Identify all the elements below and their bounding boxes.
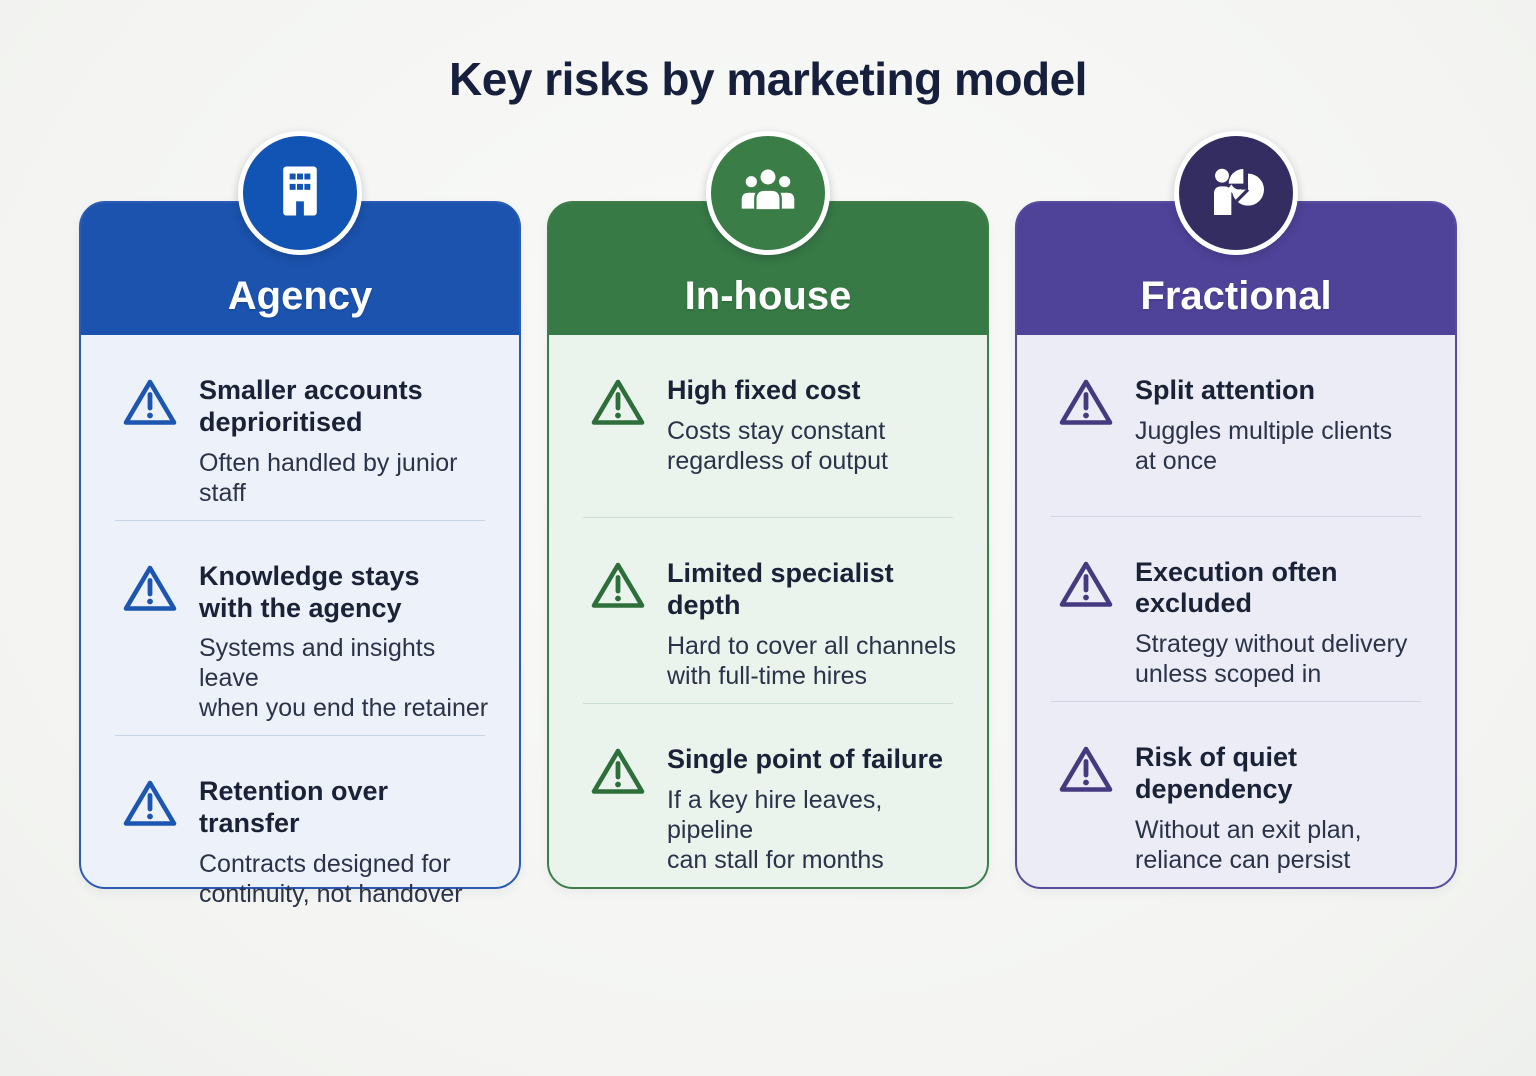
risk-heading: High fixed cost	[667, 375, 861, 405]
risk-detail: Without an exit plan, reliance can persi…	[1135, 816, 1362, 874]
inhouse-badge	[706, 131, 830, 255]
risk-detail: Hard to cover all channels with full-tim…	[667, 632, 957, 691]
divider	[583, 517, 953, 519]
warning-icon	[591, 377, 645, 432]
warning-icon	[591, 746, 645, 801]
inhouse-card: In-house High fixed cost Costs stay cons…	[547, 131, 989, 889]
risk-heading: Execution often excluded	[1135, 556, 1338, 619]
risk-item: Smaller accounts deprioritised Often han…	[81, 335, 519, 520]
risk-detail: If a key hire leaves, pipeline can stall…	[667, 786, 884, 874]
warning-icon	[123, 563, 177, 618]
risk-item: Retention over transfer Contracts design…	[81, 736, 519, 921]
risk-detail: Contracts designed for continuity, not h…	[199, 850, 463, 909]
inhouse-title: In-house	[684, 274, 852, 318]
divider	[1051, 515, 1421, 517]
warning-icon	[1059, 377, 1113, 432]
risk-item: Single point of failure If a key hire le…	[549, 704, 987, 887]
comparison-columns: Agency Smaller accounts deprioritised Of…	[0, 131, 1536, 908]
team-icon	[736, 159, 800, 228]
risk-heading: Single point of failure	[667, 744, 943, 775]
person-pie-chart-icon	[1204, 159, 1268, 228]
fractional-title: Fractional	[1140, 274, 1332, 318]
risk-item: Risk of quiet dependency Without an exit…	[1017, 702, 1455, 887]
risk-heading: Smaller accounts deprioritised	[199, 375, 423, 437]
agency-card: Agency Smaller accounts deprioritised Of…	[79, 131, 521, 908]
divider	[115, 735, 485, 737]
warning-icon	[1059, 744, 1113, 799]
fractional-risk-list: Split attention Juggles multiple clients…	[1017, 335, 1455, 887]
risk-detail: Juggles multiple clients at once	[1135, 416, 1393, 475]
divider	[1051, 701, 1421, 703]
warning-icon	[123, 377, 177, 432]
risk-heading: Knowledge stays with the agency	[199, 560, 420, 623]
warning-icon	[1059, 559, 1113, 614]
risk-detail: Strategy without delivery unless scoped …	[1135, 630, 1408, 689]
page-title: Key risks by marketing model	[449, 53, 1087, 105]
fractional-card: Fractional Split attention Juggles multi…	[1015, 131, 1457, 889]
risk-detail: Costs stay constant regardless of output	[667, 416, 888, 475]
warning-icon	[591, 560, 645, 615]
building-icon	[269, 160, 331, 227]
agency-header: Agency	[81, 203, 519, 335]
risk-item: Knowledge stays with the agency Systems …	[81, 521, 519, 736]
risk-item: Split attention Juggles multiple clients…	[1017, 335, 1455, 516]
risk-detail: Often handled by junior staff	[199, 448, 458, 507]
divider	[115, 519, 485, 521]
agency-risk-list: Smaller accounts deprioritised Often han…	[81, 335, 519, 921]
risk-detail: Systems and insights leave when you end …	[199, 634, 489, 723]
risk-heading: Retention over transfer	[199, 776, 389, 839]
risk-heading: Limited specialist depth	[667, 558, 894, 621]
agency-title: Agency	[227, 274, 373, 318]
inhouse-risk-list: High fixed cost Costs stay constant rega…	[549, 335, 987, 887]
warning-icon	[123, 778, 177, 833]
divider	[583, 703, 953, 705]
risk-item: Execution often excluded Strategy withou…	[1017, 517, 1455, 702]
risk-item: High fixed cost Costs stay constant rega…	[549, 335, 987, 517]
agency-badge	[238, 131, 362, 255]
risk-item: Limited specialist depth Hard to cover a…	[549, 518, 987, 703]
risk-heading: Risk of quiet dependency	[1135, 742, 1298, 805]
fractional-badge	[1174, 131, 1298, 255]
risk-heading: Split attention	[1135, 375, 1315, 405]
